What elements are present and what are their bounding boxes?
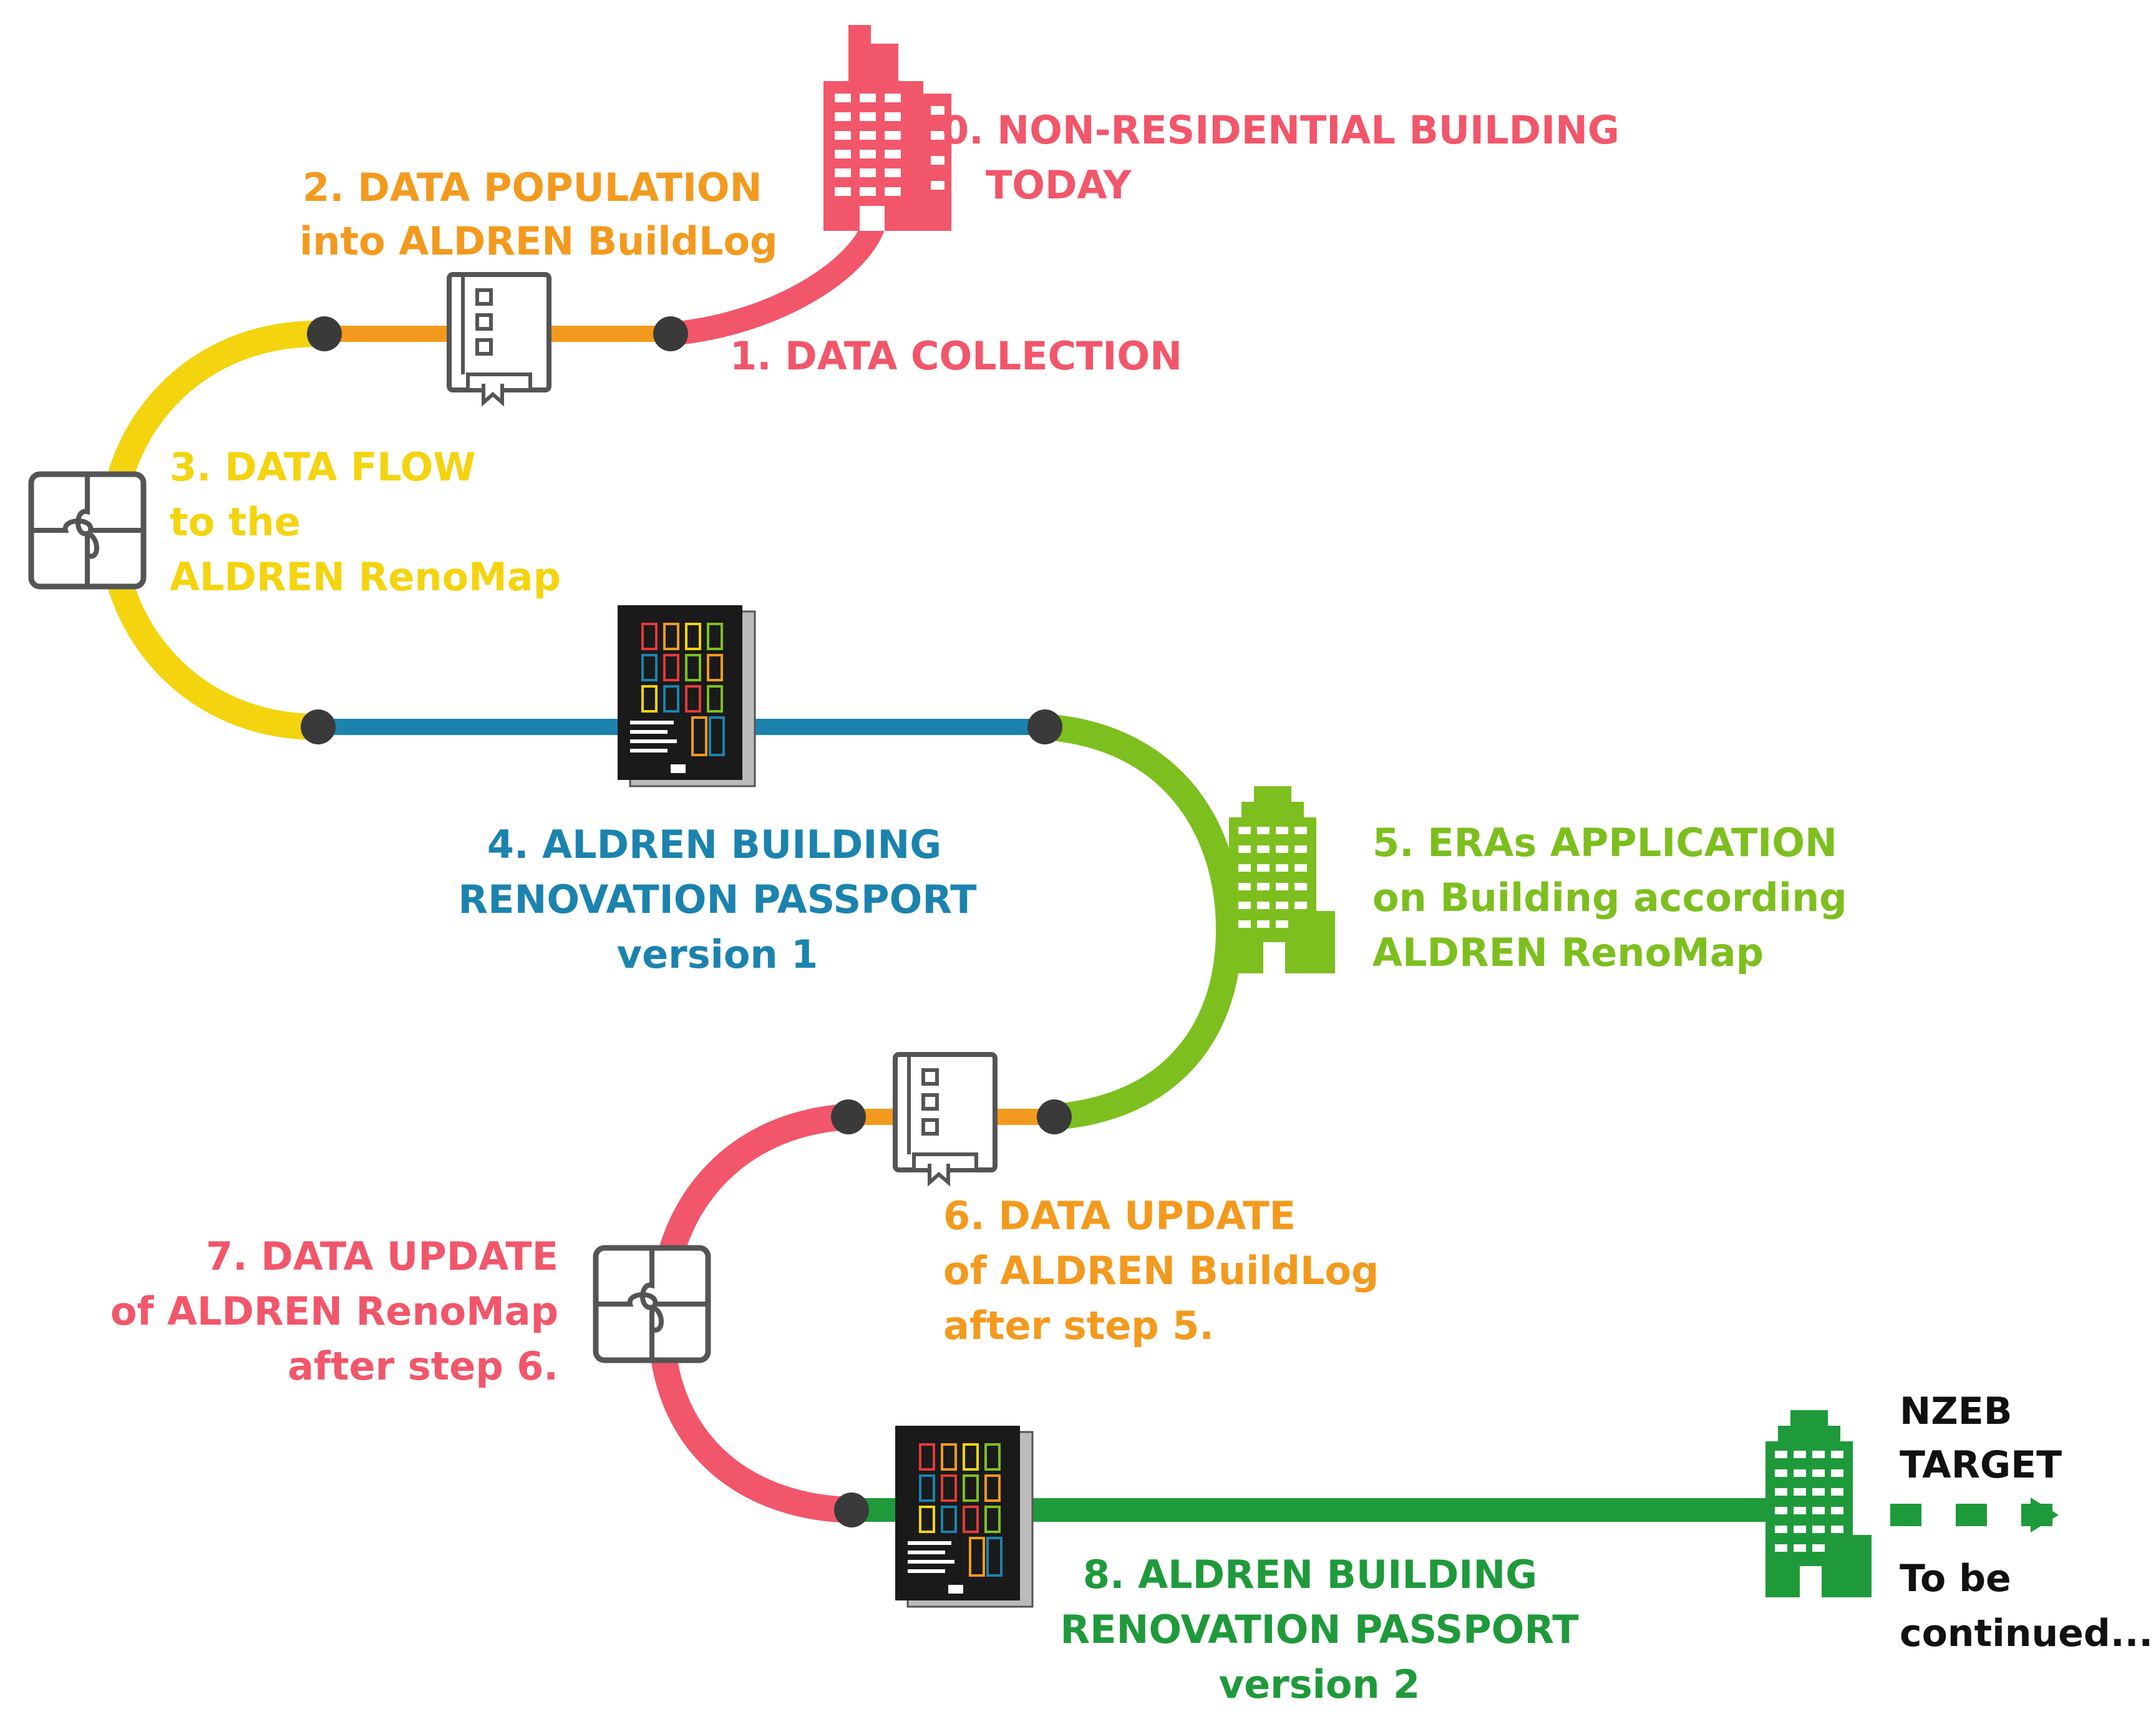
node-step-7 [834, 1493, 869, 1527]
step-8-label: 8. ALDREN BUILDING RENOVATION PASSPORT v… [1060, 1552, 1578, 1707]
step-6-label: 6. DATA UPDATE of ALDREN BuildLog after … [943, 1193, 1379, 1348]
step-1-line1: 1. DATA COLLECTION [730, 333, 1182, 379]
step-4-line2: RENOVATION PASSPORT [458, 877, 976, 922]
step-5-line3: ALDREN RenoMap [1372, 930, 1764, 975]
node-step-6 [831, 1099, 866, 1134]
step-2-label: 2. DATA POPULATION into ALDREN BuildLog [299, 165, 778, 264]
node-step-3 [301, 709, 336, 744]
building-icon [823, 25, 951, 231]
step-5-line2: on Building according [1372, 875, 1847, 920]
step-4-line3: version 1 [617, 932, 818, 977]
step-7-label: 7. DATA UPDATE of ALDREN RenoMap after s… [110, 1234, 558, 1389]
step-7-line2: of ALDREN RenoMap [110, 1288, 558, 1334]
step-3-label: 3. DATA FLOW to the ALDREN RenoMap [170, 444, 561, 600]
node-step-4 [1027, 709, 1062, 744]
step-2-line1: 2. DATA POPULATION [303, 165, 762, 210]
step-6-line1: 6. DATA UPDATE [943, 1193, 1296, 1239]
logbook-icon [447, 272, 551, 407]
continuation-arrow [1890, 1497, 2059, 1532]
node-step-2 [307, 316, 342, 351]
puzzle-icon [593, 1245, 711, 1363]
puzzle-icon [28, 471, 147, 590]
step-4-label: 4. ALDREN BUILDING RENOVATION PASSPORT v… [458, 822, 976, 977]
nzeb-target-label: NZEB TARGET To be continued... [1900, 1390, 2153, 1655]
passport-book-icon [895, 1426, 1034, 1608]
target-line3: To be [1900, 1557, 2011, 1600]
target-line1: NZEB [1900, 1390, 2012, 1433]
step-5-line1: 5. ERAs APPLICATION [1372, 820, 1837, 865]
step-8-line3: version 2 [1219, 1662, 1420, 1707]
target-line2: TARGET [1900, 1443, 2062, 1487]
step-7-line3: after step 6. [288, 1343, 558, 1389]
node-step-5 [1037, 1099, 1072, 1134]
step-6-line2: of ALDREN BuildLog [943, 1248, 1379, 1293]
path-nodes [301, 316, 1072, 1527]
path-segment-red-top [659, 200, 888, 346]
step-0-label: 0. NON-RESIDENTIAL BUILDING TODAY [942, 107, 1619, 208]
step-5-label: 5. ERAs APPLICATION on Building accordin… [1372, 820, 1847, 975]
building-icon [1229, 786, 1335, 973]
step-1-label: 1. DATA COLLECTION [730, 333, 1182, 379]
step-2-line2: into ALDREN BuildLog [299, 218, 778, 264]
logbook-icon [893, 1052, 998, 1187]
target-line4: continued... [1900, 1612, 2153, 1655]
step-3-line2: to the [170, 499, 301, 545]
node-step-1 [653, 316, 688, 351]
step-6-line3: after step 5. [943, 1303, 1214, 1348]
step-3-line3: ALDREN RenoMap [170, 554, 561, 600]
path-segment-lightgreen [1032, 714, 1243, 1130]
step-8-line1: 8. ALDREN BUILDING [1083, 1552, 1537, 1597]
step-3-line1: 3. DATA FLOW [170, 444, 476, 490]
building-icon [1765, 1410, 1872, 1597]
passport-book-icon [618, 605, 756, 787]
step-0-line1: 0. NON-RESIDENTIAL BUILDING [942, 107, 1619, 153]
step-7-line1: 7. DATA UPDATE [206, 1234, 558, 1279]
step-8-line2: RENOVATION PASSPORT [1060, 1607, 1578, 1652]
step-0-line2: TODAY [986, 162, 1132, 208]
step-4-line1: 4. ALDREN BUILDING [487, 822, 941, 867]
